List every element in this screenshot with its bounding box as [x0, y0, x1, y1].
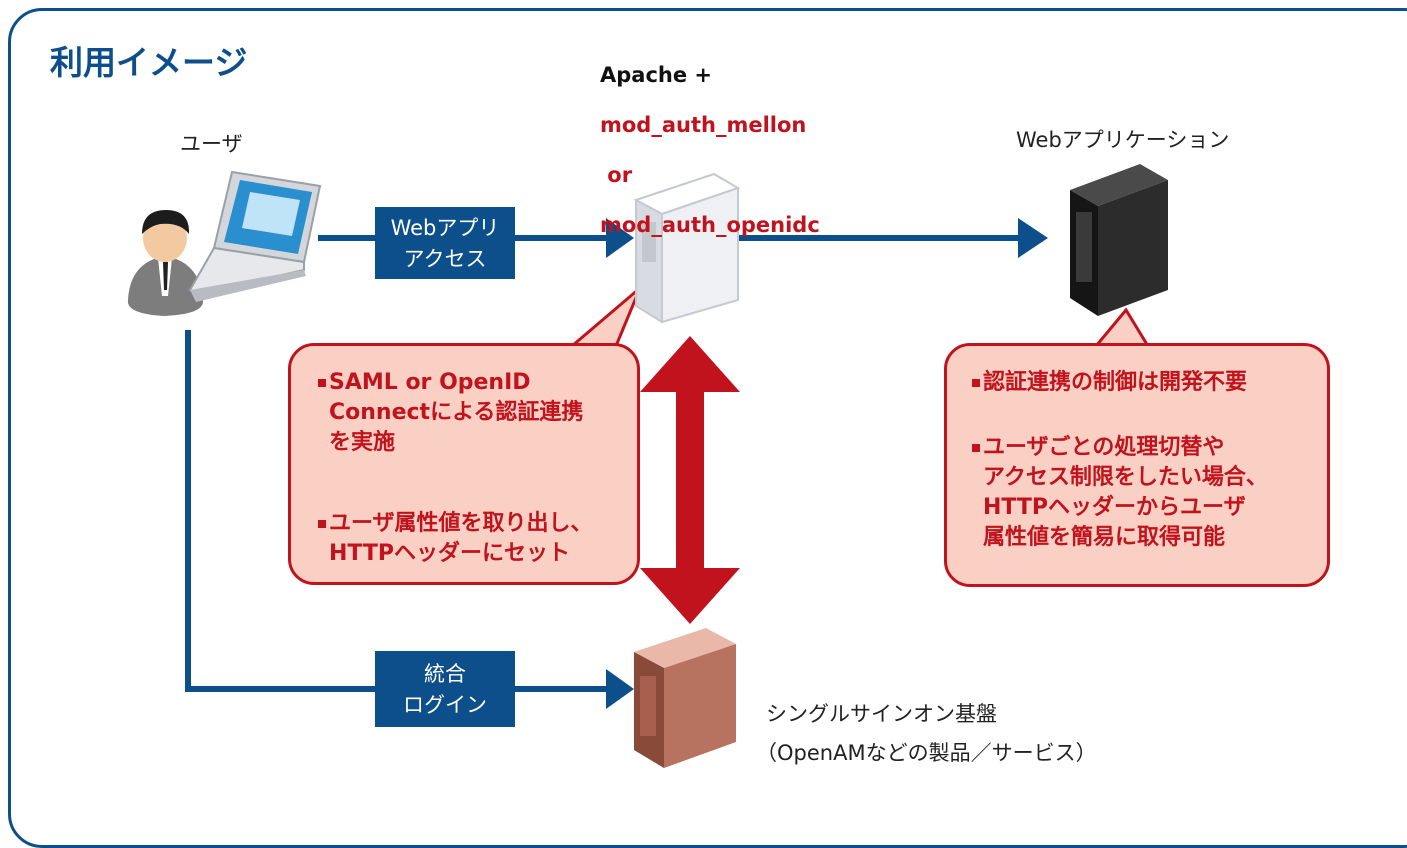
user-label: ユーザ [180, 132, 243, 156]
diagram-graphics [127, 164, 1168, 768]
apache-label: Apache + mod_auth_mellon or mod_auth_ope… [600, 38, 820, 263]
callout-left-pointer [567, 286, 642, 348]
callout-right-item-2: ユーザごとの処理切替や アクセス制限をしたい場合、 HTTPヘッダーからユーザ … [983, 435, 1268, 550]
bullet-icon [972, 444, 980, 452]
bullet-icon [972, 379, 980, 387]
login-box: 統合 ログイン [375, 651, 515, 727]
callout-right-pointer [1092, 307, 1151, 348]
double-arrow-icon [640, 336, 740, 624]
access-box: Webアプリ アクセス [375, 207, 515, 279]
webapp-server-icon [1070, 164, 1168, 316]
webapp-arrowhead [1018, 218, 1048, 258]
user-icon [127, 210, 204, 316]
apache-line-2: mod_auth_mellon [600, 113, 807, 137]
callout-right-item-1: 認証連携の制御は開発不要 [983, 370, 1248, 395]
access-arrowhead [606, 218, 634, 258]
apache-line-1: Apache + [600, 63, 713, 87]
callout-left: SAML or OpenID Connectによる認証連携 を実施 ユーザ属性値… [288, 343, 640, 585]
page-title: 利用イメージ [50, 43, 248, 82]
laptop-icon [188, 170, 322, 302]
callout-left-item-1: SAML or OpenID Connectによる認証連携 を実施 [329, 370, 584, 455]
apache-server-icon [633, 172, 741, 324]
bullet-icon [318, 379, 326, 387]
webapp-label: Webアプリケーション [1016, 128, 1230, 152]
apache-line-4: mod_auth_openidc [600, 213, 820, 237]
sso-label-line-1: シングルサインオン基盤 [766, 702, 997, 726]
sso-label-line-2: （OpenAMなどの製品／サービス） [756, 741, 1097, 765]
sso-server-icon [634, 628, 736, 768]
callout-left-item-2: ユーザ属性値を取り出し、 HTTPヘッダーにセット [329, 511, 593, 566]
callout-right: 認証連携の制御は開発不要 ユーザごとの処理切替や アクセス制限をしたい場合、 H… [944, 343, 1330, 587]
apache-line-3: or [600, 163, 633, 187]
login-arrowhead [606, 669, 634, 709]
bullet-icon [318, 520, 326, 528]
